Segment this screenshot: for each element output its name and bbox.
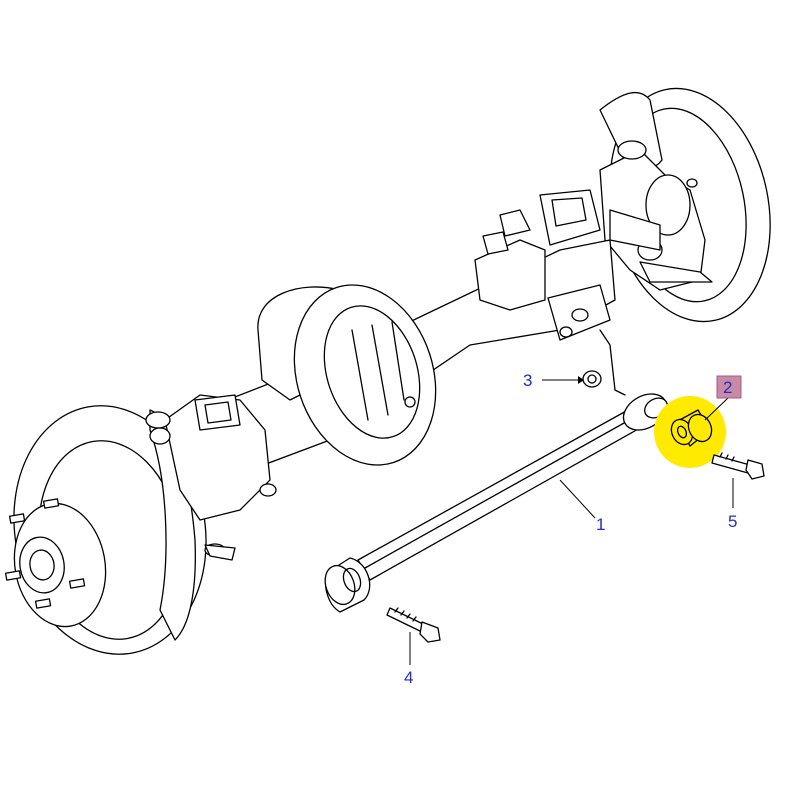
callout-4[interactable]: 4 bbox=[404, 668, 413, 687]
front-bolt bbox=[386, 607, 441, 643]
right-knuckle bbox=[599, 140, 713, 291]
callout-1[interactable]: 1 bbox=[596, 515, 605, 534]
callout-label-2: 2 bbox=[723, 378, 732, 397]
callout-label-4: 4 bbox=[404, 668, 413, 687]
left-brake-disc bbox=[4, 405, 207, 655]
rear-bolt bbox=[711, 452, 765, 480]
callout-label-1: 1 bbox=[596, 515, 605, 534]
nut bbox=[582, 370, 602, 388]
left-knuckle bbox=[145, 394, 277, 561]
callout-label-5: 5 bbox=[728, 512, 737, 531]
callout-2[interactable]: 2 bbox=[716, 375, 742, 399]
wheel-studs bbox=[4, 498, 86, 609]
callout-3[interactable]: 3 bbox=[523, 371, 532, 390]
leader-lines bbox=[409, 376, 734, 665]
differential bbox=[257, 284, 437, 466]
callout-label-3: 3 bbox=[523, 371, 532, 390]
selected-label-box bbox=[716, 375, 742, 399]
callout-5[interactable]: 5 bbox=[728, 512, 737, 531]
bushing-highlight[interactable] bbox=[654, 396, 726, 468]
